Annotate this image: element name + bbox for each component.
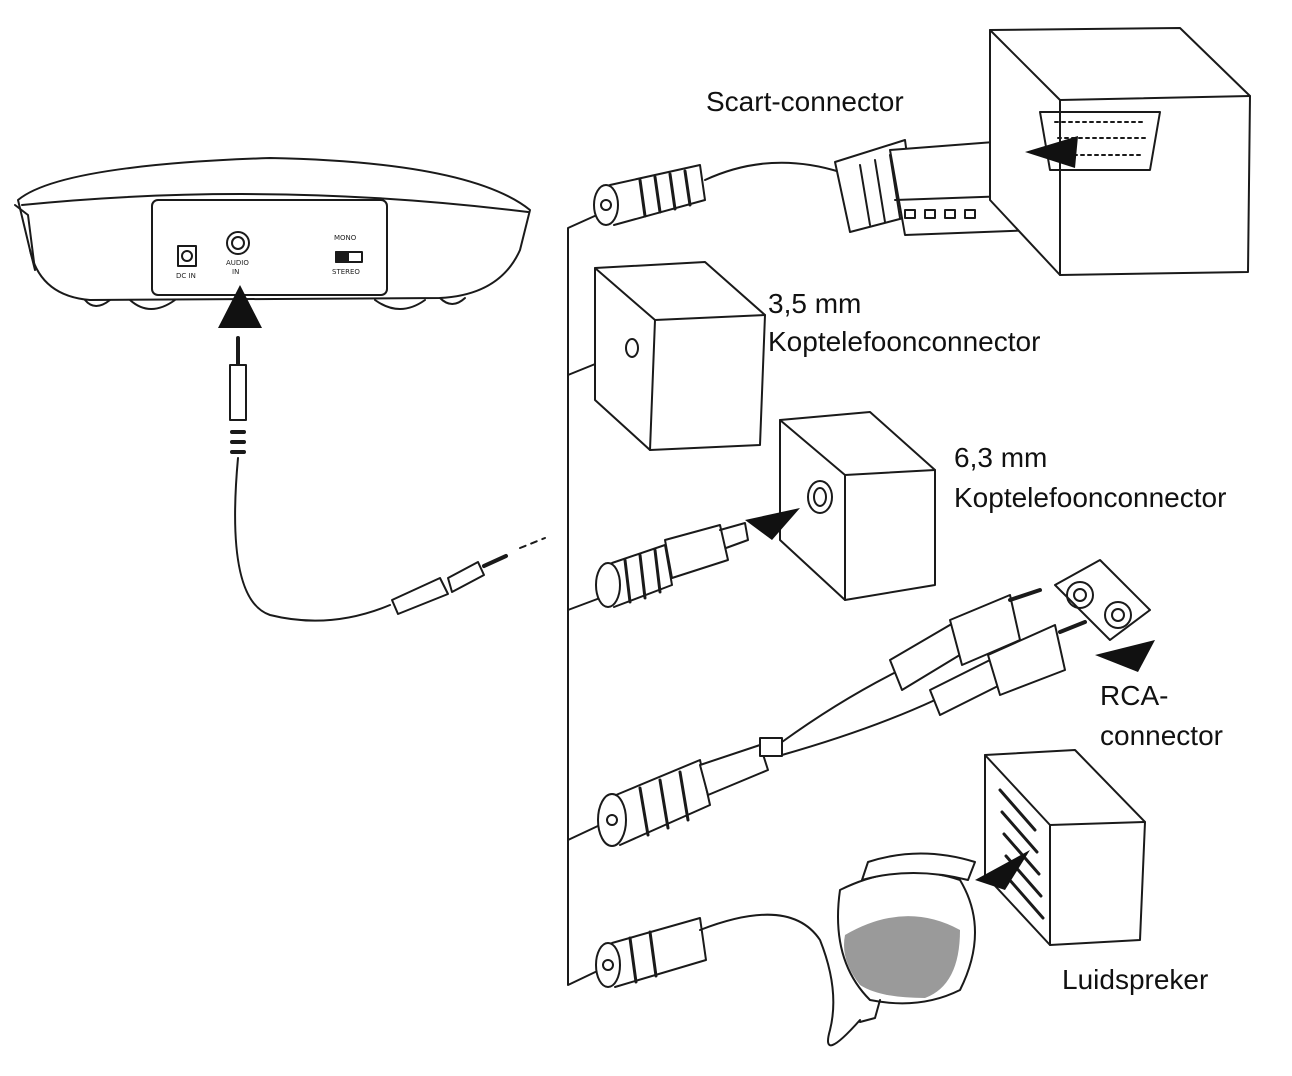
transmitter-base: DC IN AUDIO IN MONO STEREO: [14, 157, 531, 310]
label-rca-line1: RCA-: [1100, 680, 1169, 711]
arrow-up-icon: [218, 285, 262, 328]
headphone-63-adapter: [595, 522, 749, 608]
transmitter-rear-panel: [151, 199, 388, 296]
audio-in-text-1: AUDIO: [226, 259, 249, 267]
dc-in-socket: [177, 245, 197, 267]
dc-in-text: DC IN: [176, 272, 196, 280]
speaker-pickup: [595, 852, 976, 1047]
headphone-35-panel: [594, 261, 766, 451]
rca-y-cable: [597, 588, 1087, 847]
speaker-grille: [984, 749, 1146, 946]
mono-text: MONO: [334, 234, 357, 242]
label-35mm-name: Koptelefoonconnector: [768, 326, 1041, 357]
rca-socket-plate: [1054, 559, 1151, 641]
scart-arrow-icon: [1025, 136, 1078, 168]
scart-adapter: [593, 139, 1051, 236]
headphone-63-arrow-icon: [745, 508, 800, 540]
rca-arrow-icon: [1095, 640, 1155, 672]
speaker-arrow-icon: [975, 850, 1030, 890]
stereo-text: STEREO: [332, 268, 360, 276]
label-scart-connector: Scart-connector: [706, 86, 904, 117]
label-35mm-size: 3,5 mm: [768, 288, 862, 319]
audio-cable: [229, 336, 546, 622]
label-rca-line2: connector: [1100, 720, 1223, 751]
label-speaker: Luidspreker: [1062, 964, 1209, 995]
audio-in-text-2: IN: [232, 268, 239, 276]
headphone-63-panel: [779, 411, 936, 601]
scart-socket-box: [989, 27, 1251, 276]
audio-in-socket: [226, 231, 250, 255]
label-63mm-name: Koptelefoonconnector: [954, 482, 1227, 513]
label-63mm-size: 6,3 mm: [954, 442, 1048, 473]
